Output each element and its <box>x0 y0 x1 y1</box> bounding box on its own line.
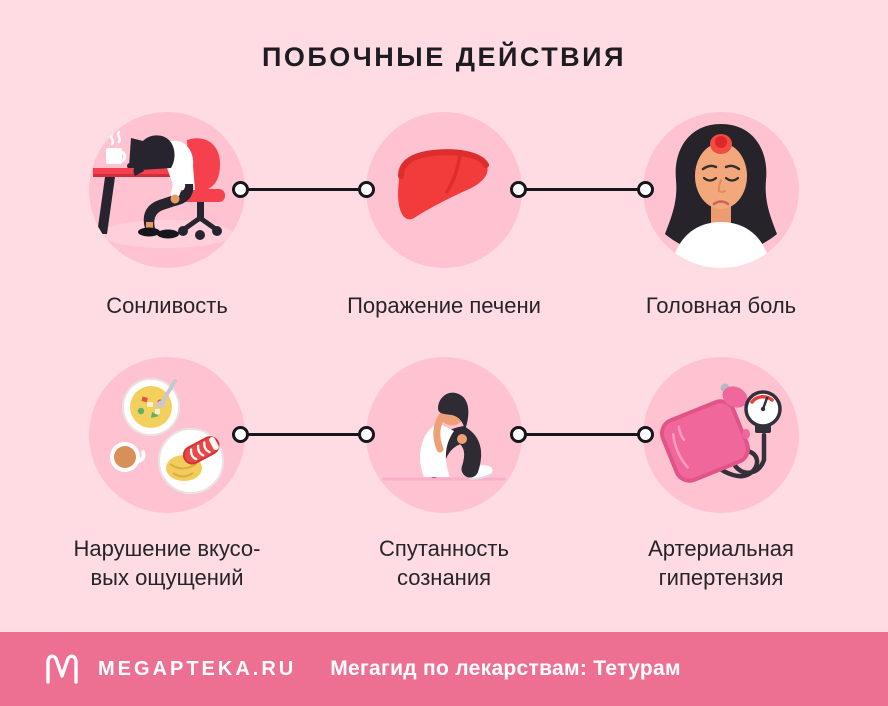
item-label-sleepiness: Сонливость <box>106 293 228 318</box>
item-label-taste-disturbance: Нарушение вкусо- вых ощущений <box>73 536 261 590</box>
item-label-hypertension: Артериальная гипертензия <box>648 536 794 590</box>
headache-woman-illustration <box>665 124 777 268</box>
megapteka-m-logo <box>46 654 78 684</box>
connector-line <box>519 433 647 436</box>
connector-line <box>519 188 647 191</box>
footer-caption: Мегагид по лекарствам: Тетурам <box>330 657 681 680</box>
connector-dot <box>637 181 654 198</box>
item-label-confusion: Спутанность сознания <box>379 536 509 590</box>
brand-name: MEGAPTEKA.RU <box>98 657 297 680</box>
item-label-liver-damage: Поражение печени <box>347 293 541 318</box>
icon-circle-headache <box>643 112 799 268</box>
footer-bar: MEGAPTEKA.RU Мегагид по лекарствам: Тету… <box>0 632 888 706</box>
connector-line <box>243 433 367 436</box>
icon-circle-hypertension <box>643 357 799 513</box>
icon-circle-confusion <box>366 357 522 513</box>
icon-circle-liver <box>366 112 522 268</box>
icon-circle-taste <box>89 357 245 513</box>
connector-dot <box>232 426 249 443</box>
page-title: ПОБОЧНЫЕ ДЕЙСТВИЯ <box>261 42 626 72</box>
connector-dot <box>510 181 527 198</box>
liver-illustration <box>398 149 489 220</box>
connector-dot <box>358 181 375 198</box>
food-plates-illustration <box>110 378 224 494</box>
item-label-headache: Головная боль <box>645 293 797 318</box>
liver-shape <box>398 151 488 220</box>
sleepy-at-desk-illustration <box>93 130 233 248</box>
connector-dot <box>510 426 527 443</box>
connector-line <box>243 188 367 191</box>
blood-pressure-cuff-illustration <box>660 383 782 483</box>
connector-dot <box>637 426 654 443</box>
connector-dot <box>232 181 249 198</box>
icon-circle-sleepiness <box>89 112 245 268</box>
connector-dot <box>358 426 375 443</box>
sitting-distressed-illustration <box>382 392 506 481</box>
